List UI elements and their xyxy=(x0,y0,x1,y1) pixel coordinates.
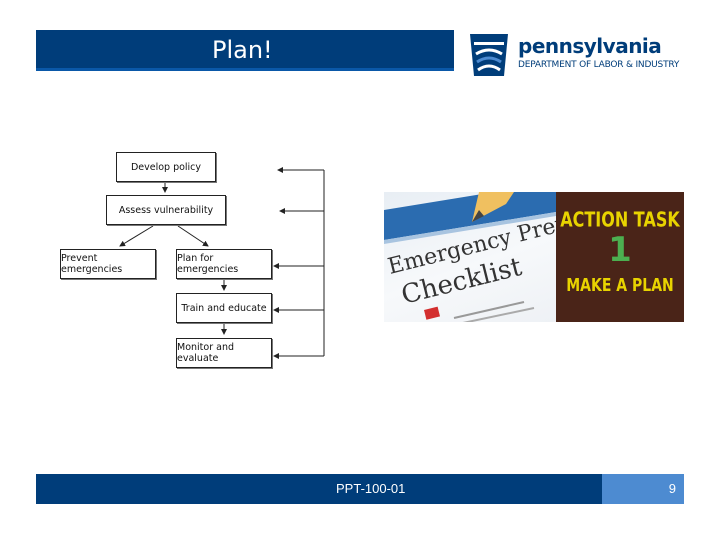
action-task-heading: ACTION TASK xyxy=(560,207,680,232)
flow-step-plan-for-emergencies: Plan for emergencies xyxy=(176,249,272,279)
slide-title: Plan! xyxy=(212,36,273,64)
flow-step-prevent-emergencies: Prevent emergencies xyxy=(60,249,156,279)
flow-step-monitor-and-evaluate: Monitor and evaluate xyxy=(176,338,272,368)
keystone-icon xyxy=(470,34,508,76)
title-bar: Plan! xyxy=(36,30,454,71)
flow-step-develop-policy: Develop policy xyxy=(116,152,216,182)
action-task-number: 1 xyxy=(608,230,632,270)
pennsylvania-logo: pennsylvania DEPARTMENT OF LABOR & INDUS… xyxy=(466,32,696,80)
flowchart-connectors xyxy=(119,167,325,359)
page-number-box: 9 xyxy=(602,474,684,504)
logo-department: DEPARTMENT OF LABOR & INDUSTRY xyxy=(518,60,680,70)
footer-bar: PPT-100-01 xyxy=(36,474,602,504)
emergency-checklist-photo: Emergency Prepa Checklist xyxy=(384,192,556,322)
action-task-image: ACTION TASK 1 MAKE A PLAN xyxy=(556,192,684,322)
checklist-illustration: Emergency Prepa Checklist xyxy=(384,192,556,322)
footer-code: PPT-100-01 xyxy=(336,481,406,496)
action-task-subheading: MAKE A PLAN xyxy=(566,276,674,296)
flow-step-train-and-educate: Train and educate xyxy=(176,293,272,323)
planning-flowchart: Develop policy Assess vulnerability Prev… xyxy=(58,148,338,378)
logo-wordmark: pennsylvania xyxy=(518,34,662,58)
flow-step-assess-vulnerability: Assess vulnerability xyxy=(106,195,226,225)
page-number: 9 xyxy=(668,481,676,496)
